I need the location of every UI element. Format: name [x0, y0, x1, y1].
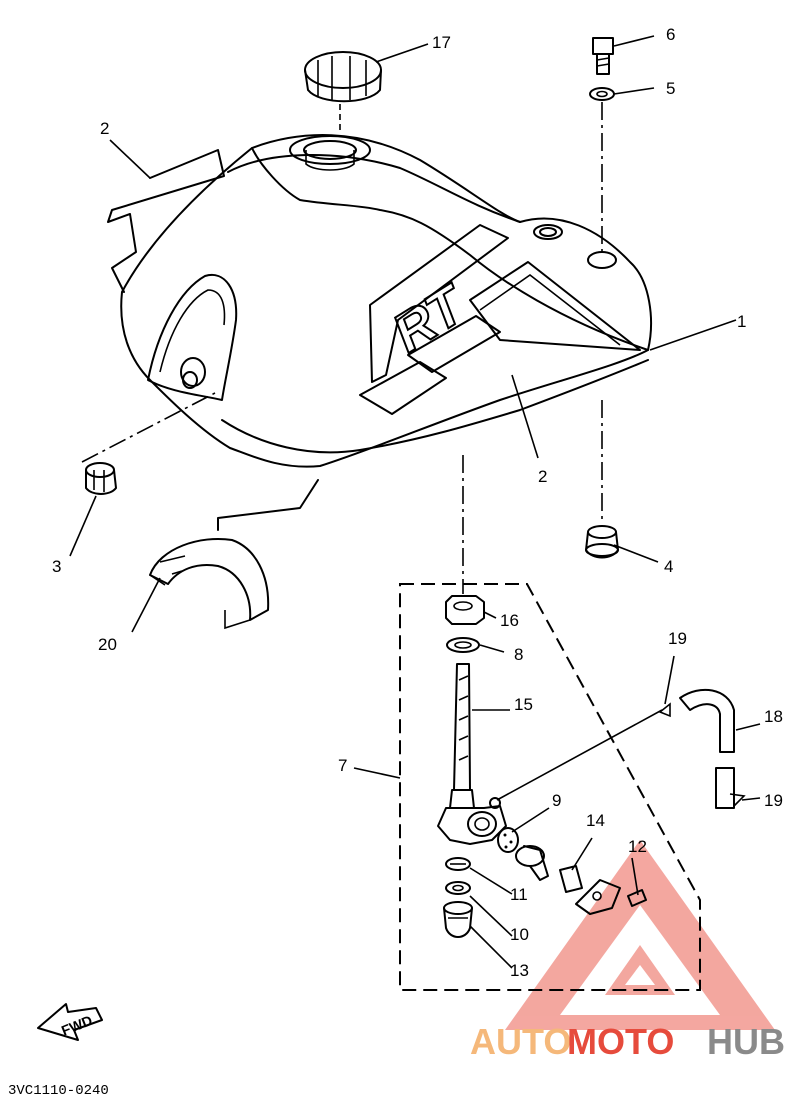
label-part-14: 14	[586, 811, 605, 830]
label-part-12: 12	[628, 837, 647, 856]
watermark-hub: HUB	[707, 1021, 785, 1062]
washer-8	[446, 637, 480, 653]
label-part-7: 7	[338, 756, 347, 775]
fuel-pipe-strainer	[449, 663, 475, 809]
label-part-9: 9	[552, 791, 561, 810]
side-damper	[85, 462, 117, 495]
fuel-cock-assembly-boundary	[399, 583, 701, 991]
label-part-16: 16	[500, 611, 519, 630]
label-part-15: 15	[514, 695, 533, 714]
label-part-17: 17	[432, 33, 451, 52]
label-part-5: 5	[666, 79, 675, 98]
watermark-logo-icon	[505, 840, 775, 1030]
sediment-cup	[443, 901, 473, 938]
label-part-2-upper: 2	[100, 119, 109, 138]
nut	[445, 595, 485, 625]
washer	[589, 87, 615, 101]
label-part-10: 10	[510, 925, 529, 944]
hose-clip	[658, 702, 746, 807]
gasket	[497, 827, 519, 853]
tank-side-decal-left	[107, 149, 225, 293]
cock-cover	[575, 879, 621, 915]
label-part-18: 18	[764, 707, 783, 726]
fuel-cap	[304, 51, 382, 132]
label-part-13: 13	[510, 961, 529, 980]
label-part-4: 4	[664, 557, 673, 576]
fuel-cock-lever	[515, 845, 549, 881]
drawing-code: 3VC1110-0240	[8, 1083, 109, 1099]
label-part-19-upper: 19	[668, 629, 687, 648]
label-part-6: 6	[666, 25, 675, 44]
o-ring	[445, 857, 471, 871]
tank-side-decal-right: RT	[359, 224, 641, 415]
washer-10	[445, 881, 471, 895]
fuel-tank: RT	[120, 134, 652, 468]
label-part-8: 8	[514, 645, 523, 664]
fuel-hose	[679, 689, 735, 809]
label-part-11: 11	[510, 885, 528, 904]
lever-plate	[559, 865, 583, 893]
watermark-text: AUTO MOTO HUB	[470, 1021, 785, 1062]
watermark-moto: MOTO	[567, 1021, 674, 1062]
label-part-20: 20	[98, 635, 117, 654]
tank-damper	[585, 525, 619, 559]
label-part-2-lower: 2	[538, 467, 547, 486]
tank-cover	[149, 538, 270, 630]
bolt	[592, 37, 614, 75]
label-part-19-lower: 19	[764, 791, 783, 810]
label-part-1: 1	[737, 312, 746, 331]
label-part-3: 3	[52, 557, 61, 576]
fuel-cock-body	[437, 797, 507, 845]
watermark-auto: AUTO	[470, 1021, 571, 1062]
forward-arrow-icon: FWD	[37, 1003, 103, 1041]
